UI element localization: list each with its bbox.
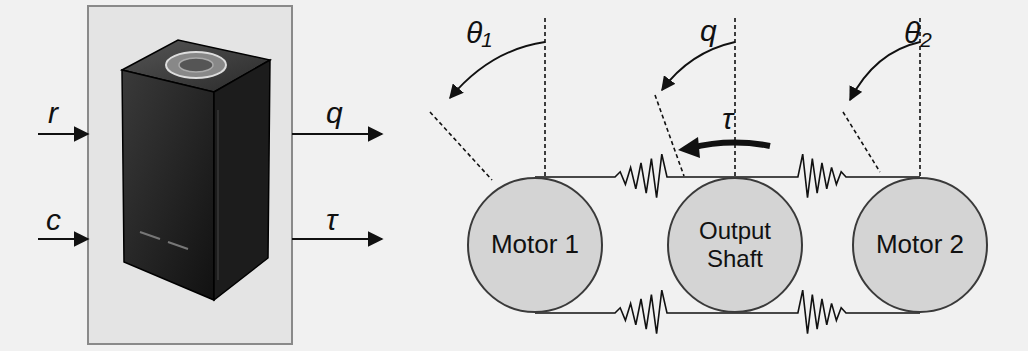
pulley-label: Motor 2 xyxy=(868,230,972,260)
signal-label: τ xyxy=(326,205,337,235)
signal-label: τ xyxy=(722,104,733,134)
actuator-cube xyxy=(122,40,270,300)
pulley-circle: Motor 1 xyxy=(467,177,603,313)
signal-label: θ₂ xyxy=(904,18,932,48)
pulley-label: Output Shaft xyxy=(669,217,801,272)
signal-label: q xyxy=(326,98,343,128)
signal-arrows xyxy=(38,134,382,239)
angle-reference-lines xyxy=(430,18,920,180)
device-panel xyxy=(88,6,292,344)
signal-label: c xyxy=(46,205,61,235)
signal-label: r xyxy=(48,98,58,128)
pulley-circle: Output Shaft xyxy=(667,177,803,313)
signal-label: q xyxy=(700,16,717,46)
pulley-circle: Motor 2 xyxy=(852,177,988,313)
torque-arrowhead xyxy=(678,137,700,158)
pulley-label: Motor 1 xyxy=(483,230,587,260)
signal-label: θ₁ xyxy=(466,18,492,48)
torque-arrow xyxy=(690,142,770,148)
angle-arcs xyxy=(450,42,920,100)
